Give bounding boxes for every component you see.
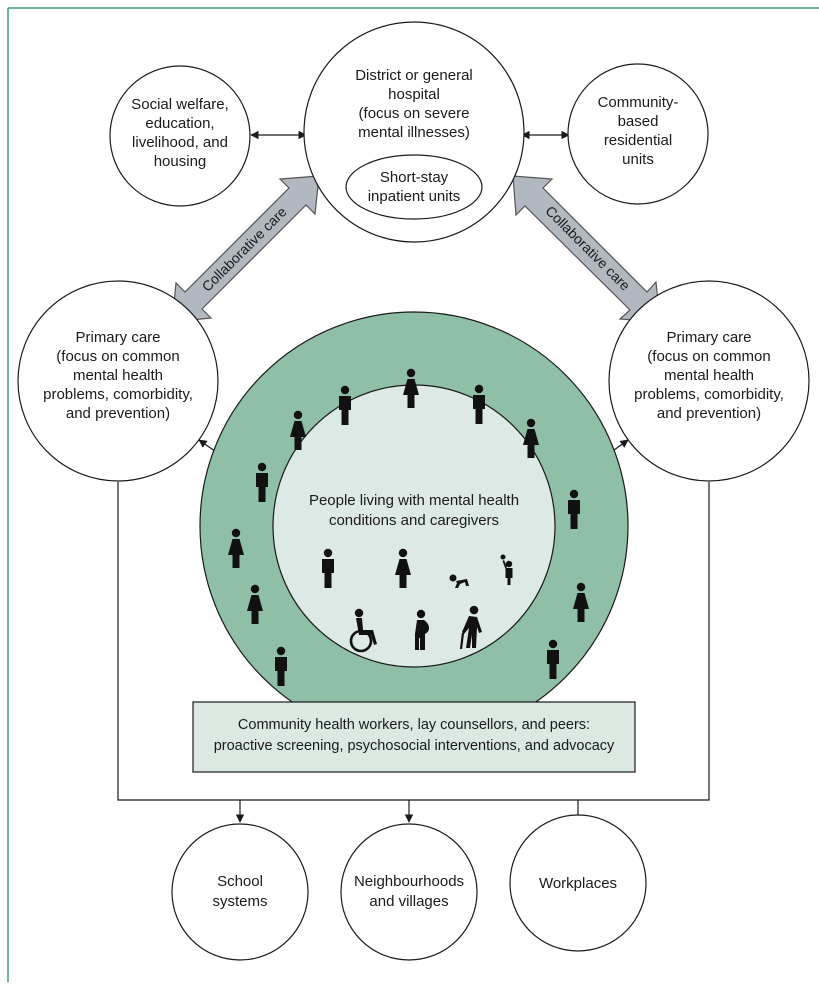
residential-line-2: based (618, 113, 659, 130)
residential-line-3: residential (604, 132, 672, 149)
center-label-line-2: conditions and caregivers (329, 512, 499, 529)
primary-right-line-5: and prevention) (657, 405, 761, 422)
primary-left-line-4: problems, comorbidity, (43, 386, 193, 403)
school-line-2: systems (212, 893, 267, 910)
primary-left-line-2: (focus on common (56, 348, 179, 365)
social-welfare-node (109, 65, 251, 207)
primary-right-line-3: mental health (664, 367, 754, 384)
collaborative-care-label-left: Collaborative care (199, 203, 290, 294)
community-workers-line-2: proactive screening, psychosocial interv… (214, 738, 615, 754)
workplaces-node (509, 814, 647, 952)
residential-line-1: Community- (598, 94, 679, 111)
primary-left-line-3: mental health (73, 367, 163, 384)
hospital-line-3: (focus on severe (359, 105, 470, 122)
primary-right-line-1: Primary care (666, 329, 751, 346)
community-workers-box (192, 701, 636, 773)
primary-left-line-5: and prevention) (66, 405, 170, 422)
workplaces-line-1: Workplaces (539, 875, 617, 892)
hospital-line-4: mental illnesses) (358, 124, 470, 141)
residential-line-4: units (622, 151, 654, 168)
center-label-line-1: People living with mental health (309, 492, 519, 509)
school-systems-node (171, 823, 309, 961)
primary-right-line-4: problems, comorbidity, (634, 386, 784, 403)
school-line-1: School (217, 873, 263, 890)
social-line-3: livelihood, and (132, 134, 228, 151)
social-line-1: Social welfare, (131, 96, 229, 113)
primary-left-line-1: Primary care (75, 329, 160, 346)
primary-care-left-node (17, 280, 219, 482)
primary-care-right-node (608, 280, 810, 482)
neighbourhoods-line-2: and villages (369, 893, 448, 910)
community-workers-line-1: Community health workers, lay counsellor… (238, 717, 590, 733)
residential-units-node (567, 63, 709, 205)
social-line-2: education, (145, 115, 214, 132)
connector-bracket (117, 482, 710, 801)
collaborative-care-label-right: Collaborative care (542, 203, 633, 294)
inpatient-line-1: Short-stay (380, 169, 449, 186)
primary-right-line-2: (focus on common (647, 348, 770, 365)
hospital-line-1: District or general (355, 67, 473, 84)
inpatient-line-2: inpatient units (368, 188, 461, 205)
neighbourhoods-node (340, 823, 478, 961)
neighbourhoods-line-1: Neighbourhoods (354, 873, 464, 890)
hospital-line-2: hospital (388, 86, 440, 103)
inpatient-node (345, 154, 483, 220)
social-line-4: housing (154, 153, 207, 170)
